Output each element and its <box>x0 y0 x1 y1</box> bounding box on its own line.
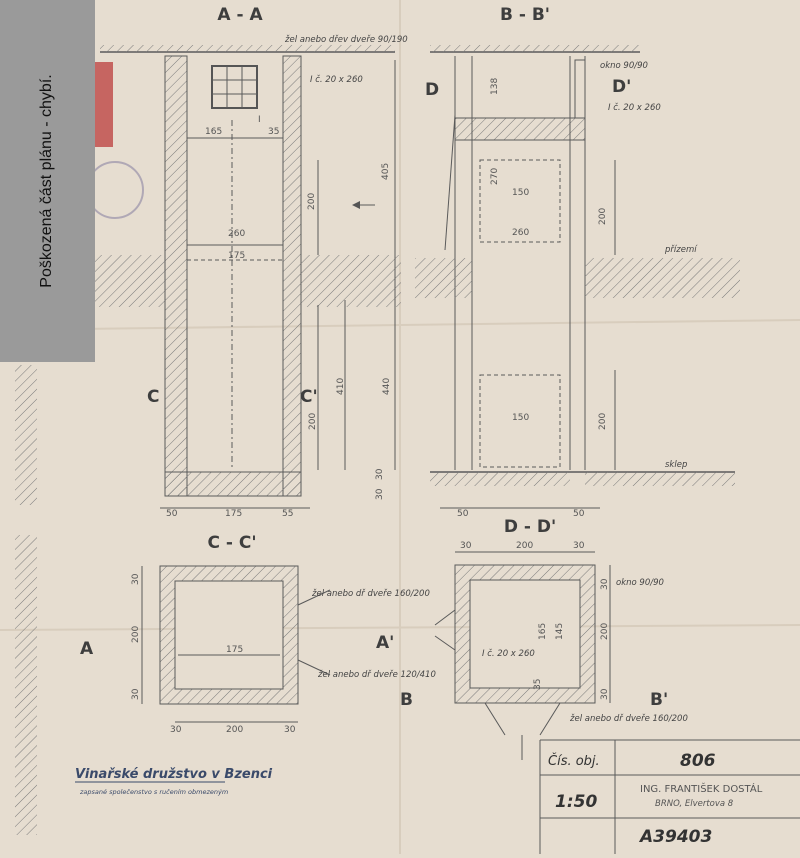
dim-cc-30d: 30 <box>284 725 296 735</box>
dim-dd-145: 145 <box>555 623 565 640</box>
dim-bb-50a: 50 <box>457 509 469 519</box>
dim-bb-260: 260 <box>512 228 529 238</box>
marker-b: B <box>400 690 413 710</box>
section-d-d-title: D - D' <box>504 517 556 537</box>
dim-aa-200: 200 <box>307 193 317 210</box>
dim-aa-200b: 200 <box>308 413 318 430</box>
note-profile-b: I č. 20 x 260 <box>608 102 661 113</box>
dim-dd-165: 165 <box>538 623 548 640</box>
dim-aa-30b: 30 <box>375 488 385 500</box>
dim-bb-200b: 200 <box>598 413 608 430</box>
dim-aa-175b: 175 <box>225 509 242 519</box>
dim-aa-405: 405 <box>381 163 391 180</box>
dim-dd-30b: 30 <box>573 541 585 551</box>
section-a-a-title: A - A <box>217 5 263 25</box>
value-cis-obj: 806 <box>680 751 716 771</box>
section-a-a: A - A žel anebo dřev dveře 90/190 I č. 2… <box>95 5 408 519</box>
section-b-b-title: B - B' <box>500 5 550 25</box>
marker-b-prime: B' <box>650 690 668 710</box>
value-author: ING. FRANTIŠEK DOSTÁL <box>640 782 763 795</box>
section-d-d: D - D' A' B B' 30 200 30 30 200 165 145 … <box>376 517 688 760</box>
dim-dd-30a: 30 <box>460 541 472 551</box>
dim-aa-30a: 30 <box>375 468 385 480</box>
dim-bb-270: 270 <box>490 168 500 185</box>
dim-dd-30d: 30 <box>600 688 610 700</box>
note-profile-dd: I č. 20 x 260 <box>482 648 535 659</box>
dim-aa-440: 440 <box>382 378 392 395</box>
dim-dd-200: 200 <box>516 541 533 551</box>
title-block: Čís. obj. 806 1:50 ING. FRANTIŠEK DOSTÁL… <box>539 739 800 854</box>
note-zel-dd: žel anebo dř dveře 160/200 <box>569 714 688 724</box>
marker-c: C <box>147 387 159 407</box>
dim-cc-30c: 30 <box>170 725 182 735</box>
value-scale: 1:50 <box>555 792 597 812</box>
company-stamp: Vinařské družstvo v Bzenci zapsané spole… <box>75 767 273 796</box>
dim-bb-200: 200 <box>598 208 608 225</box>
marker-d: D <box>425 80 439 100</box>
revenue-stamp <box>95 62 113 147</box>
dim-dd-200b: 200 <box>600 623 610 640</box>
dim-bb-50b: 50 <box>573 509 585 519</box>
dim-cc-200b: 200 <box>226 725 243 735</box>
label-cis-obj: Čís. obj. <box>548 753 600 769</box>
note-prizemi: přízemí <box>664 245 698 255</box>
dim-aa-175: 175 <box>228 251 245 261</box>
dim-cc-175: 175 <box>226 645 243 655</box>
section-c-c: C - C' A žel anebo dř dveře 160/200 žel … <box>80 533 436 735</box>
dim-aa-165: 165 <box>205 127 222 137</box>
dim-cc-30a: 30 <box>131 573 141 585</box>
round-stamp <box>86 161 144 219</box>
note-zel-cc-1: žel anebo dř dveře 160/200 <box>311 589 430 599</box>
dim-aa-55: 55 <box>282 509 293 519</box>
marker-a-prime: A' <box>376 633 394 653</box>
note-profile-a: I č. 20 x 260 <box>310 74 363 85</box>
dim-aa-410: 410 <box>336 378 346 395</box>
dim-cc-30b: 30 <box>131 688 141 700</box>
value-address: BRNO, Elvertova 8 <box>655 799 734 809</box>
damaged-area-overlay: Poškozená část plánu - chybí. <box>0 0 95 362</box>
dim-bb-150b: 150 <box>512 413 529 423</box>
dim-cc-200: 200 <box>131 626 141 643</box>
dim-aa-260: 260 <box>228 229 245 239</box>
dim-bb-138: 138 <box>490 78 500 95</box>
marker-a: A <box>80 639 94 659</box>
value-drawing-no: A39403 <box>638 827 712 847</box>
damaged-area-note: Poškozená část plánu - chybí. <box>38 74 55 288</box>
dim-bb-150: 150 <box>512 188 529 198</box>
dim-aa-50: 50 <box>166 509 178 519</box>
note-okno-top: okno 90/90 <box>600 61 648 71</box>
section-c-c-title: C - C' <box>207 533 256 553</box>
stamp-company: Vinařské družstvo v Bzenci <box>75 767 273 782</box>
marker-i: I <box>258 115 261 125</box>
note-okno-dd: okno 90/90 <box>616 578 664 588</box>
marker-c-prime: C' <box>300 387 318 407</box>
marker-d-prime: D' <box>612 77 631 97</box>
section-b-b: B - B' D D' okno 90/90 I č. 20 x 260 138… <box>415 5 740 519</box>
note-sklep: sklep <box>665 460 687 470</box>
dim-dd-35: 35 <box>533 679 543 690</box>
stamp-company-sub: zapsané společenstvo s ručením obmezeným <box>79 788 228 796</box>
note-zel-top: žel anebo dřev dveře 90/190 <box>284 35 408 45</box>
note-zel-cc-2: žel anebo dř dveře 120/410 <box>317 670 436 680</box>
dim-aa-35: 35 <box>268 127 279 137</box>
window-icon <box>211 65 258 109</box>
dim-dd-30c: 30 <box>600 578 610 590</box>
